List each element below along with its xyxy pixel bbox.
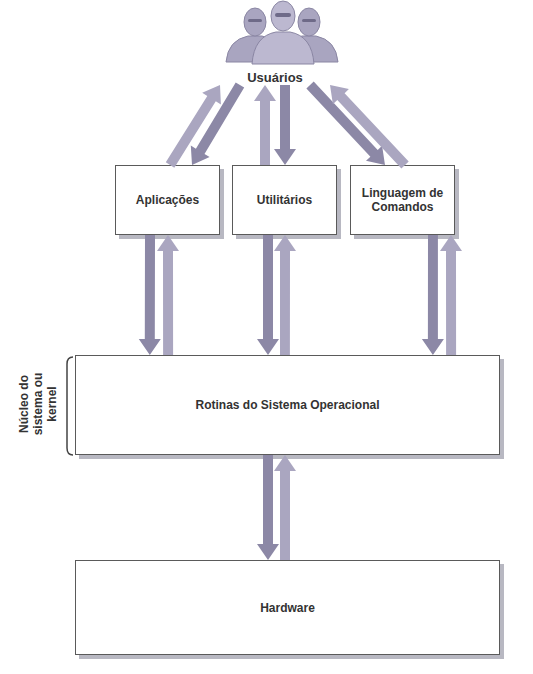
flow-arrow [306, 82, 385, 165]
flow-arrow [274, 85, 296, 165]
node-text: Linguagem de Comandos [351, 186, 454, 214]
kernel-box: Rotinas do Sistema Operacional [75, 355, 500, 455]
person-glasses [248, 19, 262, 22]
person-head [271, 1, 295, 31]
node-text: Aplicações [130, 193, 205, 207]
flow-arrow [166, 85, 221, 168]
node-text: Hardware [254, 601, 321, 615]
person-body [252, 32, 314, 64]
layer-box: Aplicações [115, 165, 220, 235]
flow-arrow [157, 235, 179, 355]
flow-arrow [330, 85, 409, 168]
hardware-box: Hardware [75, 560, 500, 655]
kernel-label: Núcleo do sistema ou kernel [17, 368, 59, 440]
flow-arrow [274, 235, 296, 355]
flow-arrow [191, 82, 244, 165]
flow-arrow [440, 235, 462, 355]
person-head [298, 8, 320, 36]
flow-arrow [257, 455, 279, 560]
layer-box: Linguagem de Comandos [350, 165, 455, 235]
flow-arrow [274, 455, 296, 560]
flow-arrow [139, 235, 161, 355]
person-glasses [275, 13, 291, 17]
person-head [244, 8, 266, 36]
flow-arrow [257, 235, 279, 355]
kernel-bracket [67, 357, 73, 455]
person-glasses [302, 19, 316, 22]
layer-box: Utilitários [232, 165, 337, 235]
node-text: Usuários [247, 70, 303, 85]
flow-arrow [422, 235, 444, 355]
flow-arrow [254, 85, 276, 165]
users-illustration [226, 1, 338, 64]
node-text: Rotinas do Sistema Operacional [189, 398, 385, 412]
users-node: Usuários [215, 0, 335, 85]
node-text: Utilitários [251, 193, 318, 207]
